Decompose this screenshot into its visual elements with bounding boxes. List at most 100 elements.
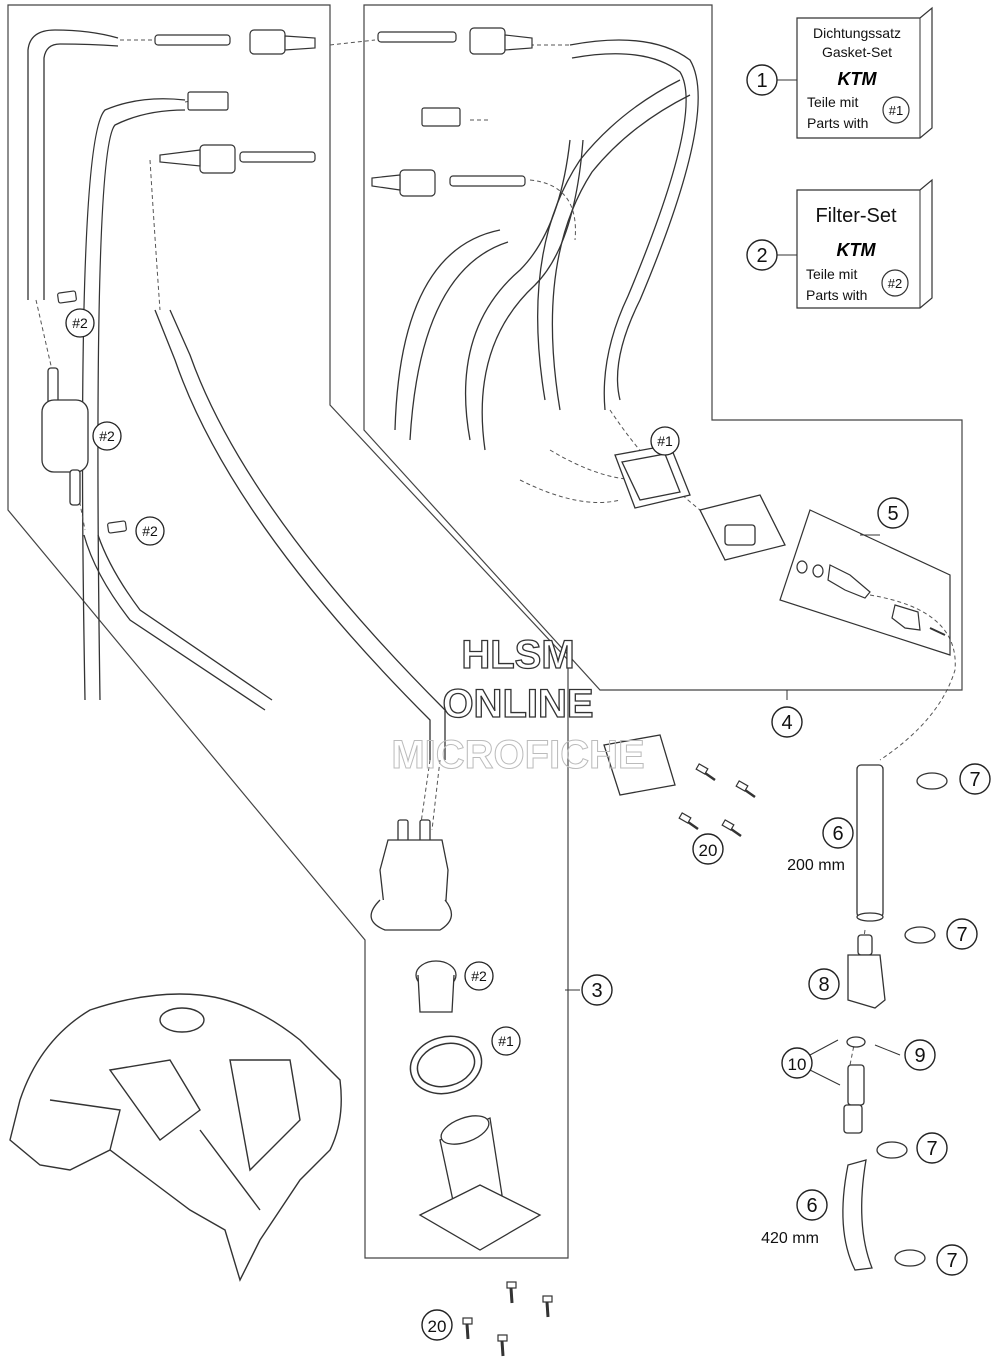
callout-c8: 8 bbox=[808, 968, 840, 1000]
set-ref-circle bbox=[135, 516, 165, 546]
set-ref-circle bbox=[491, 1026, 521, 1056]
set-ref-label: #1 bbox=[657, 433, 673, 449]
gasket-kit-brand-logo: KTM bbox=[838, 69, 878, 89]
fittings bbox=[57, 27, 533, 534]
watermark: HLSM ONLINE MICROFICHE bbox=[391, 632, 645, 777]
callout-number: 5 bbox=[887, 503, 898, 525]
callout-number: 20 bbox=[699, 841, 718, 860]
callout-number: 3 bbox=[591, 980, 602, 1002]
callout-c6a: 6 bbox=[822, 817, 854, 849]
screws bbox=[462, 763, 756, 1357]
callout-c4: 4 bbox=[771, 706, 803, 738]
callout-number: 7 bbox=[969, 769, 980, 791]
callout-circle bbox=[916, 1132, 948, 1164]
callout-c3: 3 bbox=[581, 974, 613, 1006]
leader-lines bbox=[565, 79, 901, 1086]
fuel-pump bbox=[370, 819, 457, 1013]
callout-circle bbox=[808, 968, 840, 1000]
set-ref-label: #2 bbox=[471, 968, 487, 984]
callout-circle bbox=[822, 817, 854, 849]
watermark-line2: ONLINE bbox=[442, 682, 593, 726]
callout-number: 6 bbox=[806, 1195, 817, 1217]
callout-circle bbox=[796, 1189, 828, 1221]
set-ref-r_f3: #2 bbox=[135, 516, 165, 546]
set-ref-r_p1: #1 bbox=[650, 426, 680, 456]
set-ref-label: #1 bbox=[498, 1033, 514, 1049]
gasket-kit-parts: Parts with bbox=[807, 115, 868, 131]
callout-circle bbox=[877, 497, 909, 529]
callout-c1: 1 bbox=[746, 64, 778, 96]
set-ref-r_p2: #1 bbox=[491, 1026, 521, 1056]
callout-circle bbox=[692, 833, 724, 865]
callout-c6b: 6 bbox=[796, 1189, 828, 1221]
callout-number: 6 bbox=[832, 823, 843, 845]
set-ref-label: #2 bbox=[99, 428, 115, 444]
set-ref-circle bbox=[92, 421, 122, 451]
set-ref-circle bbox=[464, 961, 494, 991]
callout-circle bbox=[771, 706, 803, 738]
outline-right-group bbox=[363, 4, 963, 691]
callout-c5: 5 bbox=[877, 497, 909, 529]
callout-circle bbox=[959, 763, 991, 795]
filter-kit-brand-logo: KTM bbox=[837, 240, 877, 260]
inline-fuel-filter bbox=[41, 367, 89, 506]
callout-number: 2 bbox=[756, 245, 767, 267]
quick-coupling-set bbox=[779, 509, 951, 656]
callout-number: 1 bbox=[756, 70, 767, 92]
callout-c7c: 7 bbox=[916, 1132, 948, 1164]
callouts: 1 2 3 4 5 6 6 7 7 7 7 8 9 10 20 20 bbox=[421, 64, 991, 1341]
watermark-line3: MICROFICHE bbox=[391, 733, 644, 777]
callout-number: 9 bbox=[914, 1045, 925, 1067]
set-ref-circle bbox=[650, 426, 680, 456]
set-ref-r_f4: #2 bbox=[464, 961, 494, 991]
hose-length-420: 420 mm bbox=[761, 1230, 819, 1247]
gasket-kit-teile: Teile mit bbox=[807, 94, 858, 110]
gasket-kit-title-de: Dichtungssatz bbox=[813, 25, 901, 41]
callout-c20b: 20 bbox=[421, 1309, 453, 1341]
callout-number: 4 bbox=[781, 712, 792, 734]
callout-c2: 2 bbox=[746, 239, 778, 271]
callout-c10: 10 bbox=[781, 1047, 813, 1079]
filter-kit-teile: Teile mit bbox=[806, 266, 857, 282]
callout-c20a: 20 bbox=[692, 833, 724, 865]
set-ref-circle bbox=[65, 308, 95, 338]
lower-hose-assembly bbox=[842, 764, 948, 1271]
callout-c9: 9 bbox=[904, 1039, 936, 1071]
callout-number: 8 bbox=[818, 974, 829, 996]
callout-number: 7 bbox=[926, 1138, 937, 1160]
pump-gasket bbox=[409, 1035, 483, 1095]
set-ref-label: #2 bbox=[72, 315, 88, 331]
filter-kit-title: Filter-Set bbox=[815, 205, 897, 227]
callout-circle bbox=[746, 64, 778, 96]
callout-c7d: 7 bbox=[936, 1244, 968, 1276]
fuel-outlet-flange bbox=[603, 444, 786, 796]
outline-left-group bbox=[7, 4, 569, 1259]
set-5-box bbox=[779, 509, 951, 656]
fuel-hoses bbox=[27, 29, 699, 760]
filter-kit-ref: #2 bbox=[888, 276, 902, 291]
callout-circle bbox=[781, 1047, 813, 1079]
set-ref-label: #2 bbox=[142, 523, 158, 539]
callout-number: 10 bbox=[788, 1055, 807, 1074]
callout-circle bbox=[936, 1244, 968, 1276]
gasket-kit-ref: #1 bbox=[889, 103, 903, 118]
callout-c7a: 7 bbox=[959, 763, 991, 795]
gasket-kit-box: Dichtungssatz Gasket-Set KTM Teile mit P… bbox=[796, 6, 933, 139]
callout-number: 7 bbox=[946, 1250, 957, 1272]
watermark-line1: HLSM bbox=[461, 633, 574, 677]
filter-kit-parts: Parts with bbox=[806, 287, 867, 303]
gasket-kit-title-en: Gasket-Set bbox=[822, 44, 892, 60]
tank-flange bbox=[418, 1115, 542, 1251]
callout-circle bbox=[904, 1039, 936, 1071]
fuel-tank bbox=[9, 993, 342, 1282]
hose-length-200: 200 mm bbox=[787, 857, 845, 874]
callout-circle bbox=[421, 1309, 453, 1341]
set-ref-r_f2: #2 bbox=[92, 421, 122, 451]
callout-number: 20 bbox=[428, 1317, 447, 1336]
callout-circle bbox=[746, 239, 778, 271]
callout-number: 7 bbox=[956, 924, 967, 946]
callout-circle bbox=[581, 974, 613, 1006]
callout-c7b: 7 bbox=[946, 918, 978, 950]
callout-circle bbox=[946, 918, 978, 950]
